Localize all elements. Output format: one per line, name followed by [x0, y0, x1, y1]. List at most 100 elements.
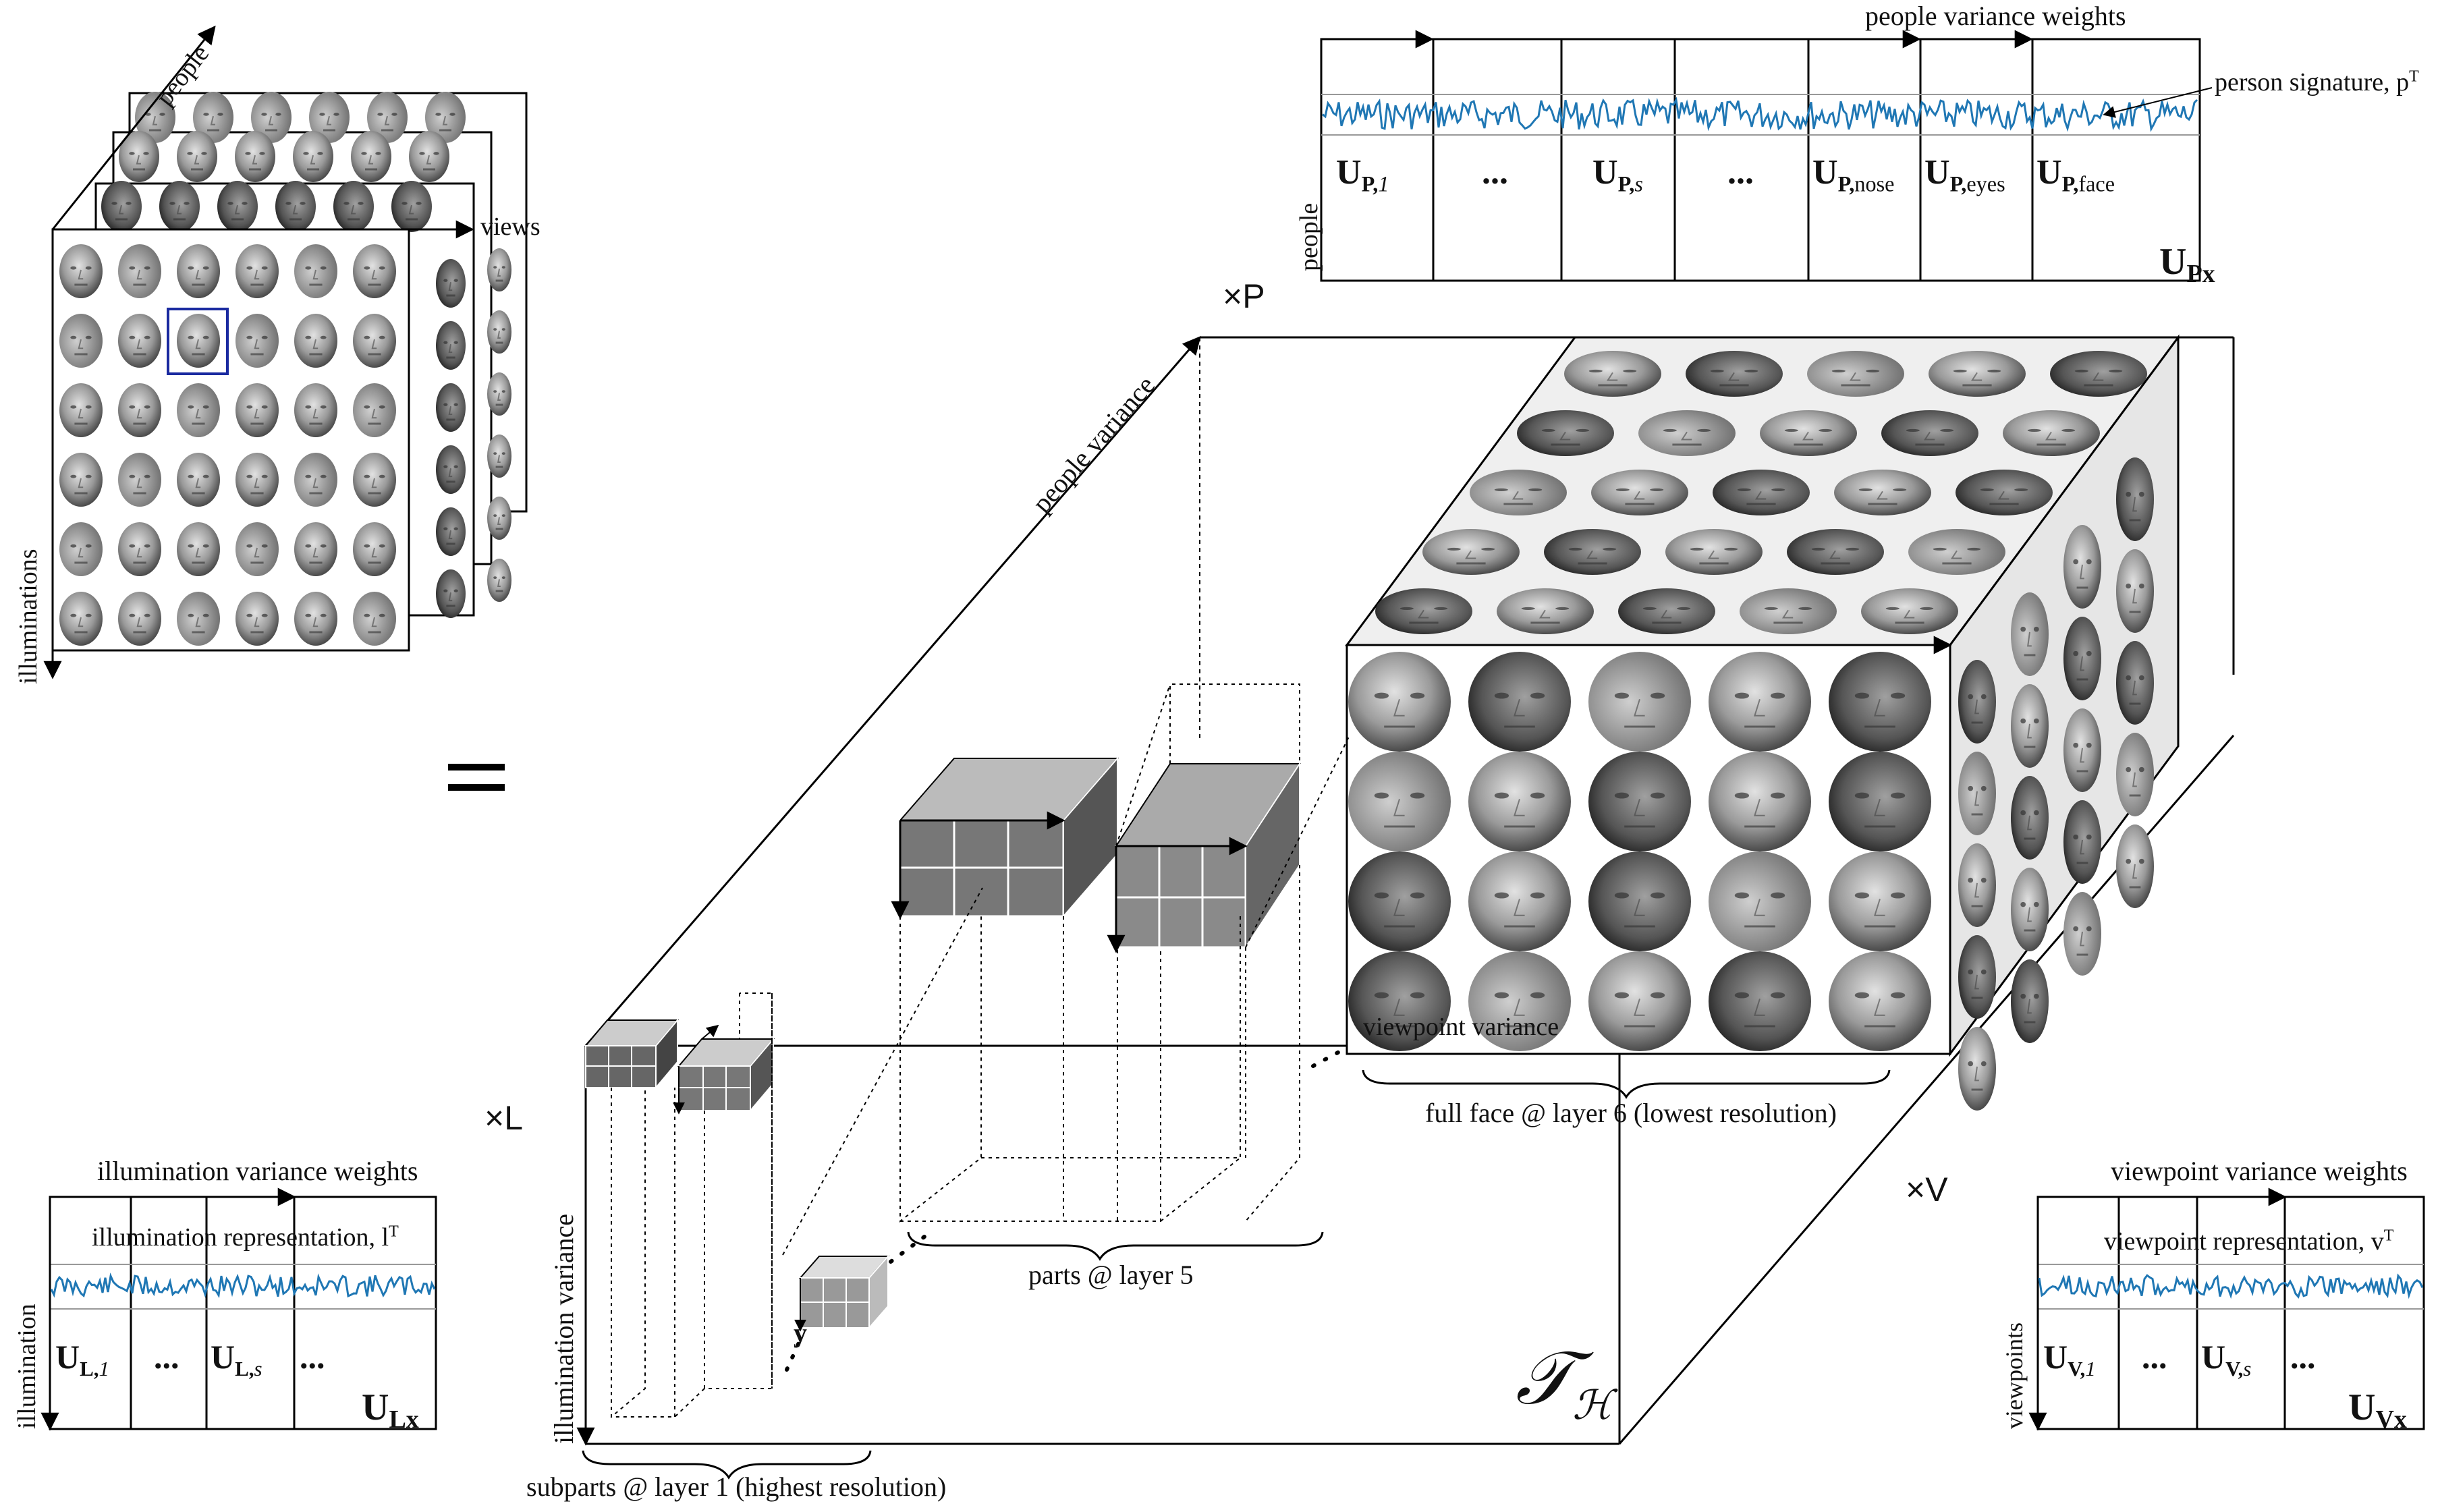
parts-cube-2: [1107, 761, 1301, 953]
eigenface-top: [1881, 410, 1978, 456]
stack-face: [177, 522, 220, 576]
eigenface-top: [1713, 470, 1810, 515]
viewpoint-variance-label: viewpoint variance: [1363, 1013, 1559, 1041]
stack-back-face: [293, 131, 333, 182]
eigenface-top: [1740, 588, 1837, 634]
weights-column-label: UP,eyes: [1924, 152, 2005, 196]
stack-back-face: [159, 181, 200, 232]
stack-side-face: [487, 435, 511, 478]
stack-face: [177, 383, 220, 437]
weights-column-main: U: [55, 1338, 80, 1376]
stack-face: [353, 314, 396, 368]
stack-back-face: [101, 181, 142, 232]
stack-face: [59, 453, 103, 507]
eigenface: [1829, 752, 1931, 851]
stack-back-face: [235, 131, 275, 182]
eigenface-top: [1665, 529, 1763, 575]
people-weights-panel: [1320, 30, 2213, 282]
eigenface-top: [1517, 410, 1614, 456]
weights-column-label: ...: [2142, 1337, 2167, 1376]
eigenface-side: [2116, 733, 2154, 816]
stack-back-face: [367, 92, 408, 143]
eigenface-side: [2011, 868, 2049, 951]
stack-face: [118, 522, 161, 576]
full-face-top-grid: [1375, 351, 2147, 634]
eigenface: [1588, 951, 1691, 1051]
eigenface: [1468, 652, 1571, 752]
stack-face: [118, 244, 161, 298]
eigenface-side: [1958, 935, 1996, 1019]
stack-face: [59, 522, 103, 576]
weights-column-label: UL,s: [211, 1337, 262, 1381]
people-axis-arrow: [51, 25, 216, 230]
eigenface-side: [2063, 800, 2101, 884]
stack-face: [118, 453, 161, 507]
weights-column-label: ...: [2290, 1337, 2316, 1376]
stack-face: [353, 453, 396, 507]
eigenface-top: [1564, 351, 1661, 397]
stack-face: [118, 314, 161, 368]
eigenface: [1709, 652, 1811, 752]
subparts-cube-1: [584, 1018, 680, 1090]
eigenface: [1468, 851, 1571, 951]
eigenface-side: [2063, 892, 2101, 976]
stack-face: [177, 592, 220, 646]
stack-side-face: [436, 507, 466, 556]
full-face-layer-label: full face @ layer 6 (lowest resolution): [1425, 1098, 1837, 1128]
eigenface-top: [2003, 410, 2100, 456]
eigenface-side: [1958, 752, 1996, 835]
stack-side-face: [436, 569, 466, 618]
eigenface-top: [1497, 588, 1594, 634]
mode-product-illumination: ×L: [484, 1099, 524, 1137]
eigenface-top: [1929, 351, 2026, 397]
stack-face: [59, 383, 103, 437]
weights-column-label: ...: [154, 1337, 179, 1376]
eigenface: [1348, 752, 1451, 851]
weights-column-label: UV,s: [2201, 1337, 2251, 1381]
subparts-brace: [582, 1450, 872, 1480]
person-signature-sup: T: [2409, 67, 2419, 86]
stack-face: [235, 592, 279, 646]
stack-back-face: [309, 92, 350, 143]
uvx-sub: Vx: [2375, 1405, 2407, 1434]
stack-face: [177, 314, 220, 368]
weights-column-main: U: [2201, 1338, 2226, 1376]
weights-column-main: ...: [154, 1338, 179, 1376]
stack-front-faces: [59, 244, 396, 646]
eigenface: [1588, 652, 1691, 752]
eigenface-top: [1618, 588, 1715, 634]
eigenface-top: [1591, 470, 1688, 515]
subparts-layer-label: subparts @ layer 1 (highest resolution): [526, 1472, 947, 1502]
weights-column-main: ...: [2142, 1338, 2167, 1376]
eigenface-side: [2011, 776, 2049, 860]
viewpoint-representation-label: viewpoint representation, vT: [2104, 1227, 2393, 1256]
people-row-label: people: [1295, 202, 1323, 271]
stack-face: [294, 314, 337, 368]
stack-face: [294, 244, 337, 298]
stack-face: [235, 314, 279, 368]
stack-face: [177, 244, 220, 298]
eigenface-side: [2063, 525, 2101, 609]
eigenface-top: [1544, 529, 1641, 575]
stack-face: [294, 383, 337, 437]
core-tensor: [576, 334, 2235, 1480]
uvx-matrix-label: UVx: [2348, 1386, 2407, 1434]
upx-matrix-label: UPx: [2159, 240, 2215, 289]
ulx-matrix-label: ULx: [362, 1386, 419, 1434]
eigenface-side: [2011, 959, 2049, 1043]
stack-side-face: [487, 372, 511, 416]
weights-column-main: U: [2043, 1338, 2068, 1376]
stack-back-face: [193, 92, 233, 143]
weights-column-label: UL,1: [55, 1337, 109, 1381]
eigenface-side: [2116, 824, 2154, 908]
stack-back-face: [333, 181, 374, 232]
core-tensor-symbol-main: 𝒯: [1516, 1337, 1573, 1420]
stack-side-face: [436, 321, 466, 370]
stack-face: [353, 383, 396, 437]
stack-back-face: [409, 131, 449, 182]
weights-column-main: U: [2036, 153, 2062, 192]
stack-side-face: [487, 248, 511, 291]
illumination-representation-label: illumination representation, lT: [92, 1223, 399, 1252]
weights-column-sub: P,nose: [1837, 171, 1895, 196]
